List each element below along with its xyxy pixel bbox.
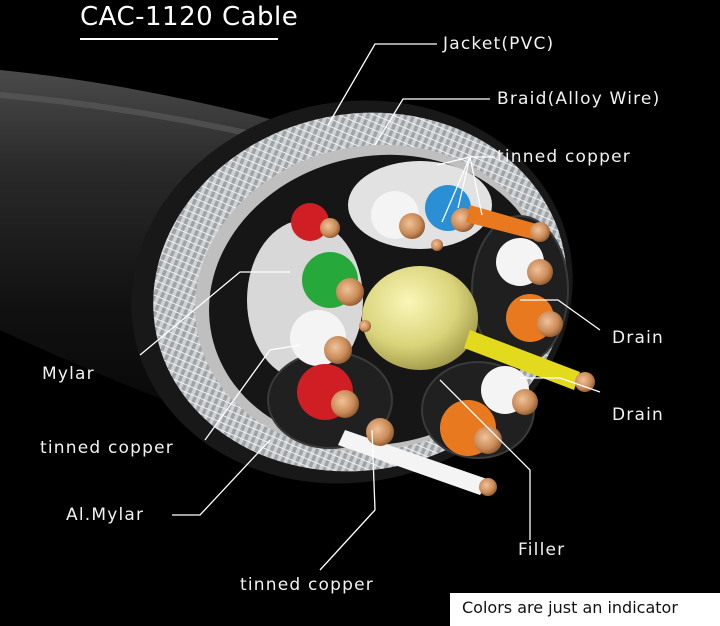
conductor-orange-right: [506, 294, 563, 342]
label-jacket: Jacket(PVC): [443, 34, 555, 54]
filler: [362, 266, 478, 370]
label-drain-2: Drain: [612, 405, 664, 425]
conductor-yellow: [464, 330, 595, 392]
conductor-orange-top: [466, 205, 550, 242]
label-tinned-copper-left: tinned copper: [40, 438, 174, 458]
label-filler: Filler: [518, 540, 566, 560]
conductor-white-br: [481, 366, 538, 415]
drain-wire-top: [431, 239, 443, 251]
label-braid: Braid(Alloy Wire): [497, 89, 661, 109]
conductor-white-bottom: [338, 418, 497, 496]
label-tinned-copper-bottom: tinned copper: [240, 575, 374, 595]
title-underline: [80, 38, 278, 40]
drain-wire-mid: [359, 320, 371, 332]
conductor-white-right: [496, 238, 553, 286]
label-al-mylar: Al.Mylar: [66, 505, 145, 525]
label-drain-1: Drain: [612, 328, 664, 348]
conductor-white-left: [290, 310, 352, 366]
conductor-orange-br: [440, 400, 502, 456]
disclaimer-text: Colors are just an indicator: [462, 598, 678, 617]
conductor-red-bottom: [297, 364, 359, 420]
conductor-red-top: [291, 203, 340, 241]
label-mylar: Mylar: [42, 364, 95, 384]
disclaimer-box: Colors are just an indicator: [450, 593, 720, 626]
conductor-green: [302, 252, 364, 308]
conductor-white-top: [371, 191, 425, 239]
leader-lines: [139, 43, 601, 571]
diagram-title: CAC-1120 Cable: [80, 2, 299, 32]
label-tinned-copper-top: tinned copper: [497, 147, 631, 167]
